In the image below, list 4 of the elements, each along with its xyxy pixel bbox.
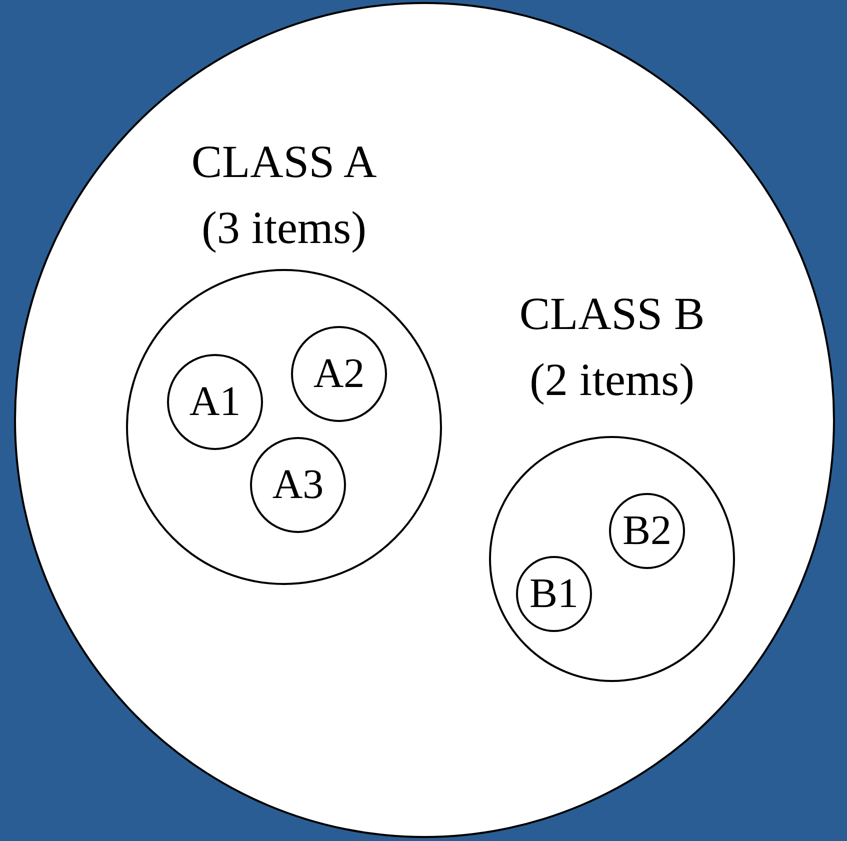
item-count: (2 items) <box>528 353 696 407</box>
set-heading: CLASS B <box>518 287 706 341</box>
set-heading: CLASS A <box>190 135 378 189</box>
item-count: (3 items) <box>200 201 368 255</box>
